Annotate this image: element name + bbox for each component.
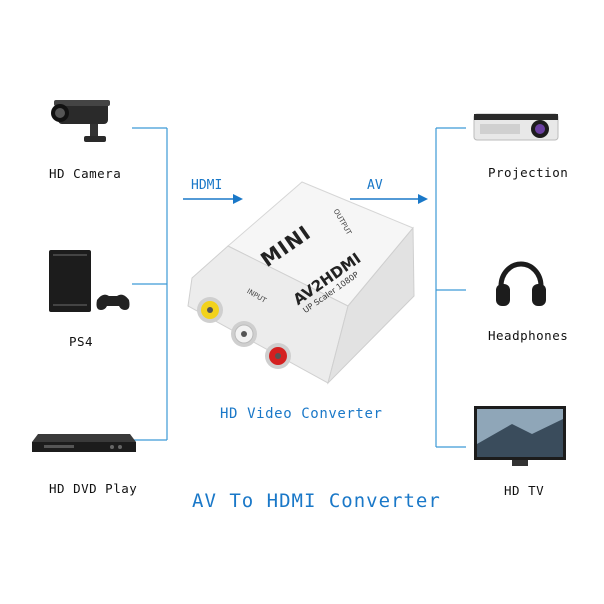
input-label-ps4: PS4 — [69, 334, 94, 349]
output-label-hd-tv: HD TV — [504, 483, 545, 498]
rca-white-port — [231, 321, 257, 347]
headphones-icon — [493, 252, 549, 316]
cctv-camera-icon — [40, 92, 120, 156]
output-label-projection: Projection — [488, 165, 569, 180]
rca-yellow-port — [197, 297, 223, 323]
converter-box: MINI AV2HDMI UP Scaler 1080P INPUT OUTPU… — [178, 178, 428, 397]
projector-icon — [468, 106, 564, 150]
input-label-hd-camera: HD Camera — [49, 166, 122, 181]
game-console-icon — [45, 248, 130, 322]
input-label-hd-dvd-play: HD DVD Play — [49, 481, 138, 496]
dvd-player-icon — [30, 428, 140, 462]
flow-label-av: AV — [367, 178, 383, 193]
flow-label-hdmi: HDMI — [191, 178, 223, 193]
converter-caption: HD Video Converter — [220, 406, 383, 422]
page-title: AV To HDMI Converter — [192, 490, 441, 512]
output-label-headphones: Headphones — [488, 328, 569, 343]
tv-icon — [472, 404, 568, 472]
rca-red-port — [265, 343, 291, 369]
